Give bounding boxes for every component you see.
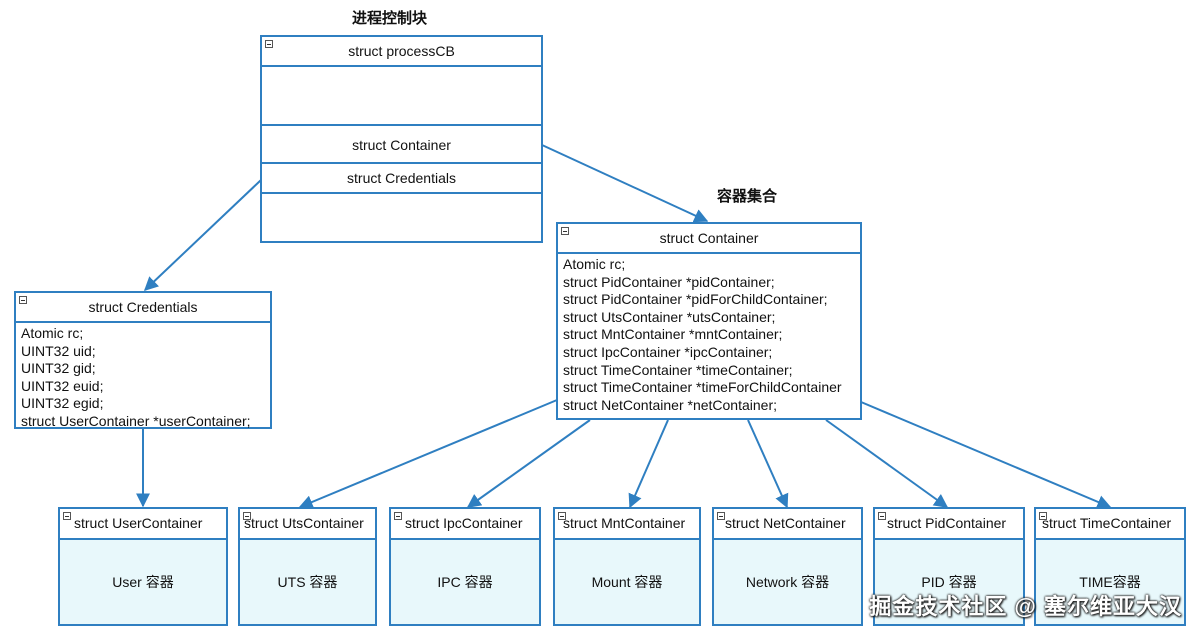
credentials-box: struct Credentials Atomic rc; UINT32 uid… [14,291,272,429]
process-cb-empty-row [262,67,541,126]
process-cb-title: struct processCB [348,43,455,59]
process-cb-container-row: struct Container [262,126,541,164]
arrow-container-to-net [747,419,789,509]
process-cb-box: struct processCB struct Container struct… [260,35,543,243]
arrow-container-to-pid [825,419,949,508]
arrow-pcb-to-credentials [143,179,262,291]
container-field: Atomic rc; [563,256,626,272]
ipc-container-label: IPC 容器 [437,574,493,590]
container-field: struct IpcContainer *ipcContainer; [563,343,773,360]
pcb-title: 进程控制块 [352,10,428,27]
collapse-icon[interactable] [265,40,273,48]
container-field: struct TimeContainer *timeContainer; [563,361,793,378]
time-container-header: struct TimeContainer [1036,509,1184,540]
container-field: struct MntContainer *mntContainer; [563,326,783,343]
mnt-container-box: struct MntContainer Mount 容器 [553,507,701,626]
user-container-label: User 容器 [112,574,174,590]
credentials-field: UINT32 euid; [21,377,104,394]
collapse-icon[interactable] [19,296,27,304]
user-container-header: struct UserContainer [60,509,226,540]
collapse-icon[interactable] [63,512,71,520]
collapse-icon[interactable] [558,512,566,520]
net-container-box: struct NetContainer Network 容器 [712,507,863,626]
user-container-title: struct UserContainer [74,515,203,531]
pid-container-header: struct PidContainer [875,509,1023,540]
arrow-container-to-time [860,401,1112,509]
container-box: struct Container Atomic rc; struct PidCo… [556,222,862,420]
collapse-icon[interactable] [717,512,725,520]
process-cb-credentials-row: struct Credentials [262,164,541,194]
net-container-label: Network 容器 [745,574,830,590]
uts-container-header: struct UtsContainer [240,509,375,540]
container-field: struct PidContainer *pidForChildContaine… [563,291,828,308]
process-cb-header: struct processCB [262,37,541,67]
mnt-container-header: struct MntContainer [555,509,699,540]
time-container-label: TIME容器 [1079,574,1141,590]
pid-container-title: struct PidContainer [887,515,1007,531]
credentials-field: UINT32 uid; [21,342,96,359]
credentials-fields: Atomic rc; UINT32 uid; UINT32 gid; UINT3… [21,325,251,431]
container-field: struct TimeContainer *timeForChildContai… [563,379,842,396]
arrow-pcb-to-container [541,144,709,223]
container-field: struct UtsContainer *utsContainer; [563,308,776,325]
credentials-field: struct UserContainer *userContainer; [21,412,251,429]
credentials-field: Atomic rc; [21,325,84,341]
container-field: struct PidContainer *pidContainer; [563,273,775,290]
collapse-icon[interactable] [394,512,402,520]
collapse-icon[interactable] [1039,512,1047,520]
arrow-container-to-ipc [466,419,591,508]
ipc-container-header: struct IpcContainer [391,509,539,540]
net-container-title: struct NetContainer [725,515,846,531]
mnt-container-title: struct MntContainer [563,515,686,531]
ipc-container-box: struct IpcContainer IPC 容器 [389,507,541,626]
credentials-title: struct Credentials [88,299,198,315]
uts-container-title: struct UtsContainer [244,515,364,531]
watermark: 掘金技术社区 @ 塞尔维亚大汉 [869,594,1182,619]
container-field: struct NetContainer *netContainer; [563,396,777,413]
net-container-header: struct NetContainer [714,509,861,540]
collapse-icon[interactable] [243,512,251,520]
collapse-icon[interactable] [878,512,886,520]
credentials-field: UINT32 egid; [21,395,104,412]
uts-container-label: UTS 容器 [277,574,338,590]
time-container-title: struct TimeContainer [1042,515,1172,531]
user-container-box: struct UserContainer User 容器 [58,507,228,626]
containers-title: 容器集合 [717,188,778,205]
container-fields: Atomic rc; struct PidContainer *pidConta… [563,256,842,414]
container-title: struct Container [659,230,759,246]
pid-container-label: PID 容器 [921,574,977,590]
uts-container-box: struct UtsContainer UTS 容器 [238,507,377,626]
mnt-container-label: Mount 容器 [591,574,663,590]
credentials-header: struct Credentials [16,293,270,323]
collapse-icon[interactable] [561,227,569,235]
pid-container-box: struct PidContainer PID 容器 [873,507,1025,626]
arrow-container-to-mnt [628,419,669,509]
container-header: struct Container [558,224,860,254]
ipc-container-title: struct IpcContainer [405,515,523,531]
arrow-container-to-uts [298,399,558,509]
time-container-box: struct TimeContainer TIME容器 [1034,507,1186,626]
credentials-field: UINT32 gid; [21,360,96,377]
